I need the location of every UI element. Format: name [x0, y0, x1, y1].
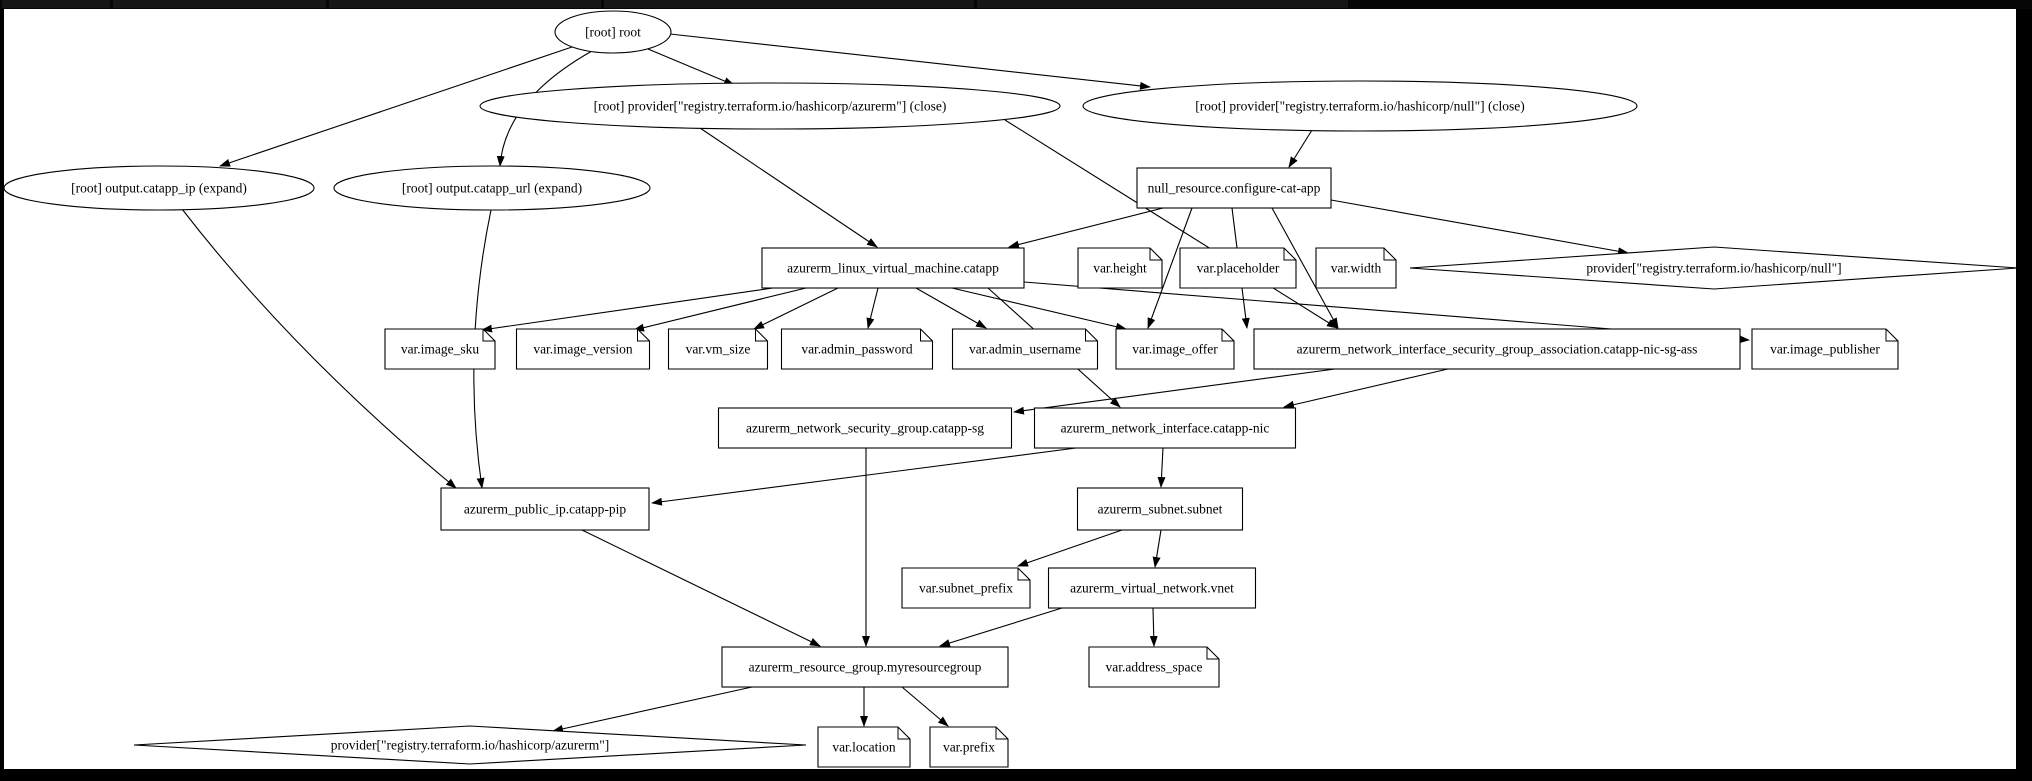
- node-prov-null-diamond: provider["registry.terraform.io/hashicor…: [1409, 246, 2019, 290]
- edge-vm-to-var-image-version: [633, 287, 807, 332]
- node-out-ip: [root] output.catapp_ip (expand): [3, 165, 315, 211]
- node-prov-null-close: [root] provider["registry.terraform.io/h…: [1082, 80, 1638, 132]
- node-label: azurerm_subnet.subnet: [1098, 502, 1223, 517]
- node-label: var.subnet_prefix: [919, 581, 1013, 596]
- node-prov-az-close: [root] provider["registry.terraform.io/h…: [479, 82, 1061, 130]
- edge-vnet-to-var-address-space: [1149, 607, 1158, 647]
- node-label: var.admin_username: [969, 342, 1081, 357]
- node-var-image-offer: var.image_offer: [1115, 328, 1235, 370]
- edge-subnet-to-vnet: [1152, 529, 1162, 568]
- node-label: var.width: [1331, 261, 1382, 276]
- edge-rg-to-prov-az-diamond: [552, 686, 753, 733]
- node-label: [root] provider["registry.terraform.io/h…: [594, 99, 947, 114]
- node-label: azurerm_network_security_group.catapp-sg: [746, 421, 984, 436]
- node-root: [root] root: [554, 10, 672, 54]
- node-label: azurerm_network_interface.catapp-nic: [1061, 421, 1270, 436]
- node-label: azurerm_network_interface_security_group…: [1297, 342, 1698, 357]
- node-subnet: azurerm_subnet.subnet: [1076, 487, 1244, 531]
- node-vnet: azurerm_virtual_network.vnet: [1047, 567, 1257, 609]
- edge-vm-to-var-image-offer: [951, 287, 1127, 331]
- edge-vm-to-var-image-sku: [481, 287, 774, 333]
- node-var-image-publisher: var.image_publisher: [1751, 328, 1899, 370]
- node-label: [root] output.catapp_ip (expand): [71, 181, 247, 196]
- node-label: var.placeholder: [1197, 261, 1280, 276]
- node-out-url: [root] output.catapp_url (expand): [333, 165, 651, 211]
- edge-assoc-to-nic: [1283, 368, 1449, 409]
- node-var-prefix: var.prefix: [929, 726, 1009, 768]
- edge-null-res-to-var-height: [1147, 207, 1193, 329]
- edge-vm-to-var-vm-size: [753, 287, 839, 330]
- node-label: var.image_sku: [401, 342, 480, 357]
- top-bar: [0, 0, 2032, 9]
- edge-root-to-prov-az-close: [647, 48, 735, 86]
- edge-vm-to-var-admin-password: [866, 287, 879, 329]
- node-label: provider["registry.terraform.io/hashicor…: [1586, 261, 1841, 276]
- node-rg: azurerm_resource_group.myresourcegroup: [721, 646, 1009, 688]
- node-label: azurerm_public_ip.catapp-pip: [464, 502, 627, 517]
- edge-nic-to-pip: [651, 447, 1077, 506]
- node-prov-az-diamond: provider["registry.terraform.io/hashicor…: [133, 725, 807, 765]
- node-label: [root] output.catapp_url (expand): [402, 181, 582, 196]
- diagram-canvas: [4, 9, 2016, 769]
- edge-vm-to-var-admin-username: [915, 287, 987, 329]
- node-label: var.prefix: [943, 740, 995, 755]
- node-var-width: var.width: [1315, 247, 1397, 289]
- edge-prov-null-close-to-null-res: [1288, 129, 1313, 168]
- node-var-admin-password: var.admin_password: [780, 328, 934, 370]
- edge-subnet-to-var-subnet-prefix: [1017, 529, 1123, 567]
- node-var-height: var.height: [1077, 247, 1163, 289]
- edge-pip-to-rg: [581, 529, 821, 647]
- edge-rg-to-var-prefix: [901, 686, 949, 727]
- edge-prov-az-close-to-vm: [699, 127, 878, 248]
- node-null-res: null_resource.configure-cat-app: [1136, 167, 1332, 209]
- node-var-image-sku: var.image_sku: [384, 328, 496, 370]
- node-nic: azurerm_network_interface.catapp-nic: [1033, 407, 1297, 449]
- node-label: var.image_publisher: [1770, 342, 1880, 357]
- node-label: var.image_offer: [1132, 342, 1218, 357]
- node-label: var.image_version: [533, 342, 633, 357]
- edge-null-res-to-prov-null-diamond: [1330, 199, 1629, 256]
- node-sg: azurerm_network_security_group.catapp-sg: [717, 407, 1013, 449]
- edge-nic-to-subnet: [1157, 447, 1166, 488]
- node-label: azurerm_linux_virtual_machine.catapp: [787, 261, 999, 276]
- edge-root-to-prov-null-close: [669, 33, 1151, 90]
- node-label: var.address_space: [1105, 660, 1202, 675]
- node-label: azurerm_resource_group.myresourcegroup: [749, 660, 982, 675]
- node-label: azurerm_virtual_network.vnet: [1070, 581, 1234, 596]
- node-label: var.vm_size: [686, 342, 751, 357]
- node-var-admin-username: var.admin_username: [951, 328, 1099, 370]
- node-var-address-space: var.address_space: [1088, 646, 1220, 688]
- edge-vnet-to-rg: [939, 607, 1063, 647]
- edge-out-ip-to-pip: [181, 208, 457, 489]
- node-label: var.admin_password: [801, 342, 913, 357]
- edge-null-res-to-vm: [1008, 207, 1164, 249]
- node-label: [root] root: [585, 25, 641, 40]
- edge-root-to-out-ip: [219, 46, 573, 167]
- node-var-location: var.location: [817, 726, 911, 768]
- node-assoc: azurerm_network_interface_security_group…: [1253, 328, 1741, 370]
- node-var-placeholder: var.placeholder: [1179, 247, 1297, 289]
- node-label: var.location: [832, 740, 896, 755]
- node-var-image-version: var.image_version: [515, 328, 651, 370]
- node-vm: azurerm_linux_virtual_machine.catapp: [761, 247, 1025, 289]
- edge-prov-az-close-to-assoc: [1004, 119, 1338, 329]
- node-var-subnet-prefix: var.subnet_prefix: [901, 567, 1031, 609]
- edge-null-res-to-var-width: [1271, 207, 1339, 329]
- node-var-vm-size: var.vm_size: [667, 328, 769, 370]
- node-label: var.height: [1093, 261, 1147, 276]
- edge-assoc-to-sg: [1013, 368, 1336, 415]
- node-layer: [root] root [root] provider["registry.ter…: [3, 10, 2019, 768]
- node-pip: azurerm_public_ip.catapp-pip: [440, 487, 650, 531]
- node-label: [root] provider["registry.terraform.io/h…: [1195, 99, 1525, 114]
- node-label: null_resource.configure-cat-app: [1148, 181, 1321, 196]
- node-label: provider["registry.terraform.io/hashicor…: [331, 738, 610, 753]
